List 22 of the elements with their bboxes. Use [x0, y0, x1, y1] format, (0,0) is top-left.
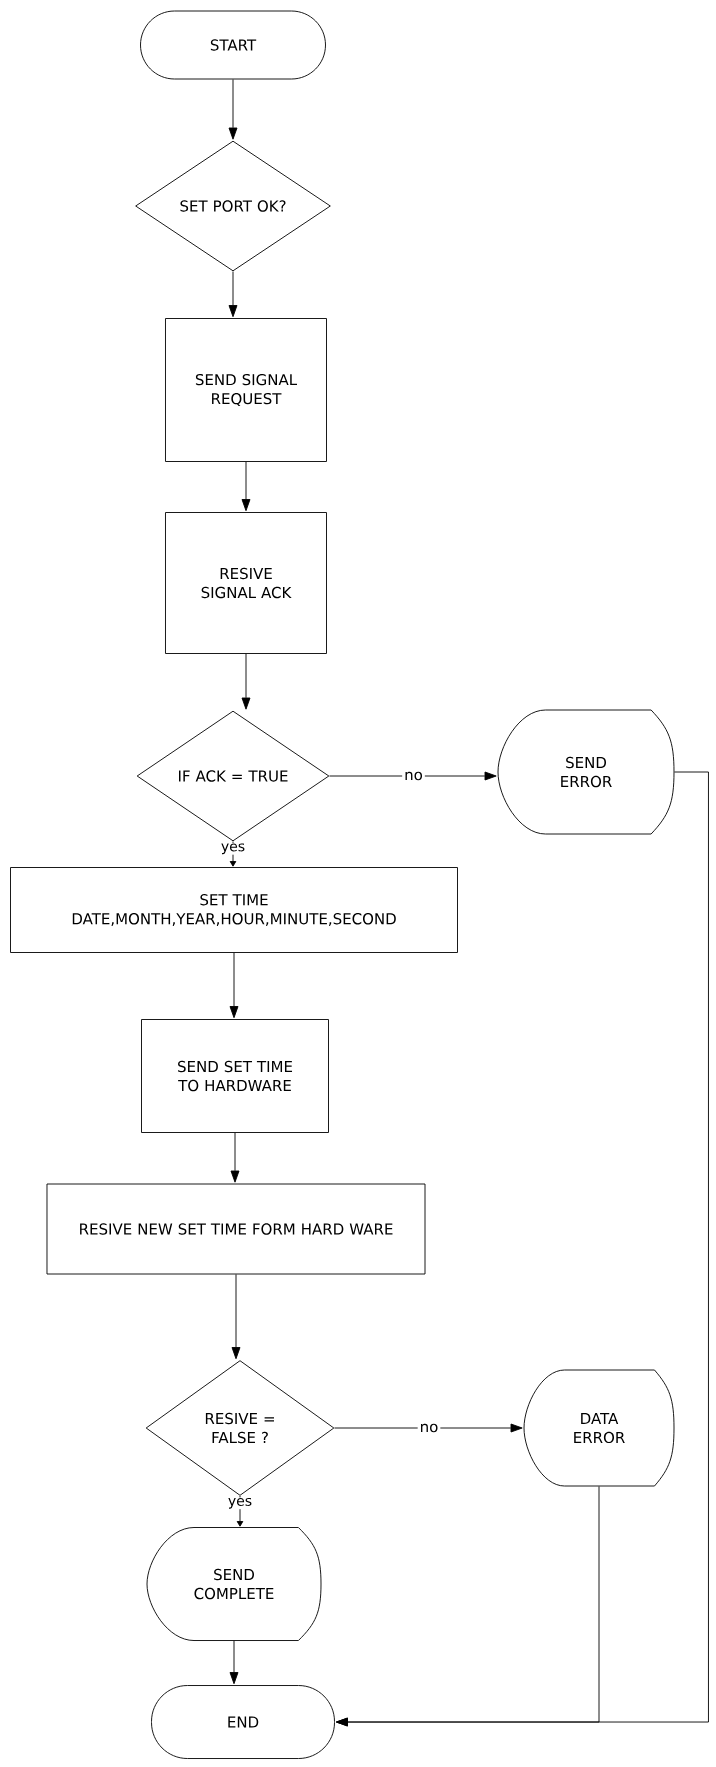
edge-label: no: [417, 1421, 441, 1435]
arrow: [335, 1486, 600, 1727]
arrow: [236, 1495, 244, 1527]
arrow: [231, 1274, 241, 1360]
process-box: RESIVE NEW SET TIME FORM HARD WARE: [46, 1183, 426, 1275]
arrow: [228, 79, 238, 140]
edge-label: no: [402, 769, 425, 783]
process-box: SEND SIGNAL REQUEST: [165, 318, 327, 462]
edge-label: yes: [227, 1497, 253, 1510]
process-box: RESIVE SIGNAL ACK: [165, 512, 327, 654]
arrow: [229, 952, 239, 1019]
arrow: [228, 271, 238, 318]
arrow: [241, 653, 251, 710]
arrow: [334, 1423, 523, 1433]
process-box: SEND SET TIME TO HARDWARE: [141, 1019, 329, 1133]
arrow: [230, 1132, 240, 1183]
arrow: [241, 461, 251, 512]
arrow: [229, 841, 237, 867]
arrow: [229, 1640, 239, 1685]
edge-label: yes: [220, 842, 246, 855]
process-box: SET TIME DATE,MONTH,YEAR,HOUR,MINUTE,SECOND: [10, 867, 458, 953]
arrow: [329, 771, 497, 781]
